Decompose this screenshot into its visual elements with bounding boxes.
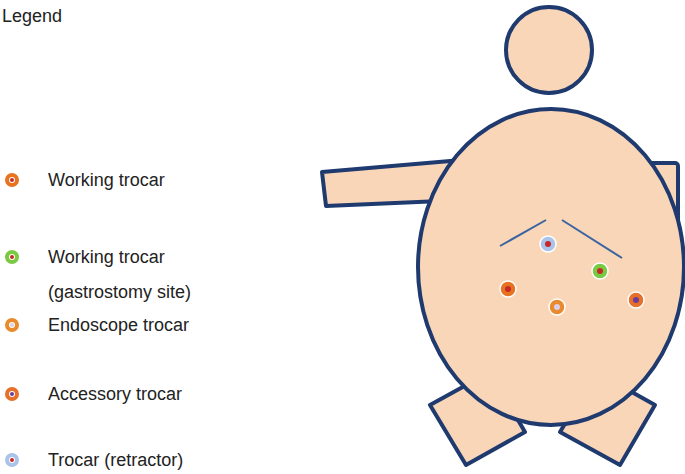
legend-text: Working trocar (gastrostomy site): [48, 240, 248, 310]
legend-swatch: [5, 318, 19, 332]
swatch-center: [10, 323, 14, 327]
legend-heading: Legend: [2, 4, 62, 28]
legend-swatch: [5, 387, 19, 401]
legend-swatch: [5, 173, 19, 187]
legend-swatch: [5, 453, 19, 467]
swatch-center: [10, 255, 14, 259]
legend-text: Trocar (retractor): [48, 443, 248, 474]
swatch-center: [10, 392, 14, 396]
legend-text: Working trocar: [48, 163, 248, 198]
legend-swatch: [5, 250, 19, 264]
trocar-sites: [500, 236, 644, 315]
costal-margin: [562, 220, 622, 258]
legend-text: Accessory trocar: [48, 377, 248, 412]
costal-margin: [500, 220, 546, 246]
swatch-center: [10, 458, 14, 462]
torso: [418, 109, 684, 425]
head: [506, 7, 592, 93]
legend-text: Endoscope trocar: [48, 308, 248, 343]
swatch-center: [10, 178, 14, 182]
